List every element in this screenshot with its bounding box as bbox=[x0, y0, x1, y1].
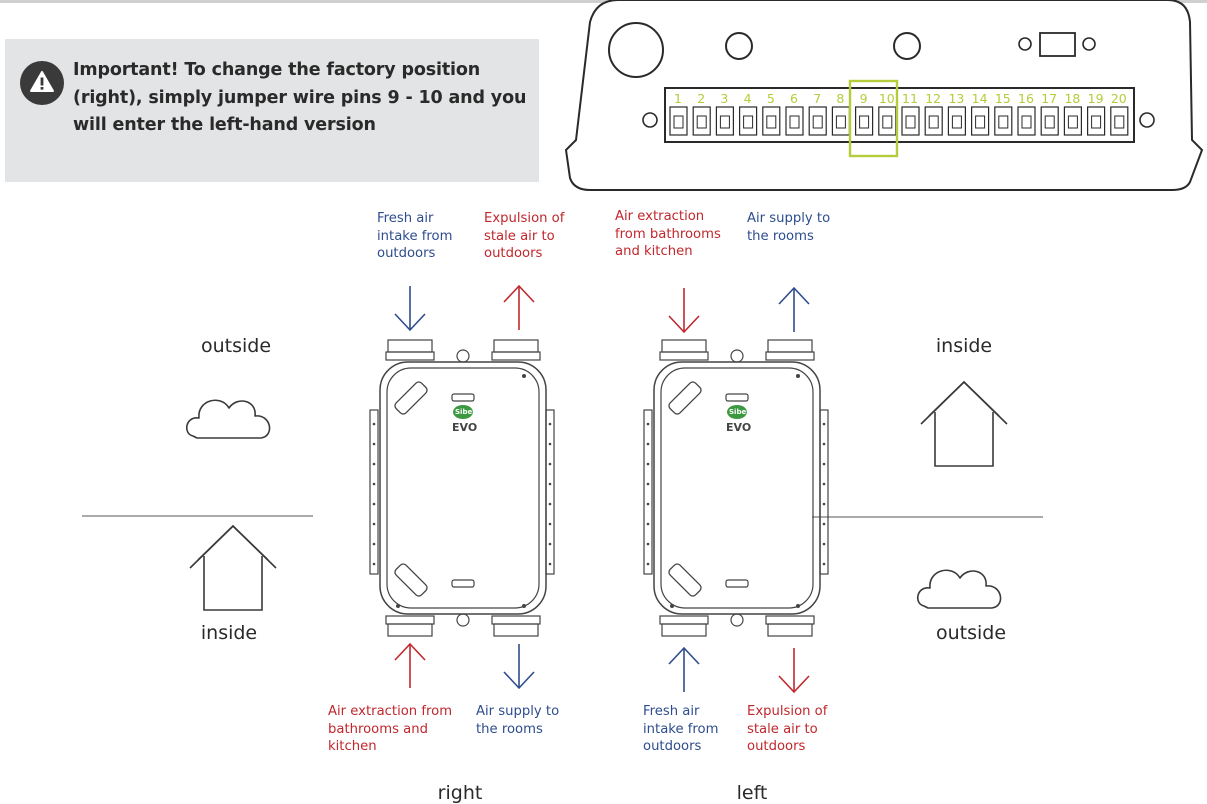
caption-right: right bbox=[437, 782, 483, 804]
terminal-pin: 11 bbox=[901, 91, 920, 136]
pin-number: 14 bbox=[972, 91, 988, 106]
terminal-pin: 18 bbox=[1063, 91, 1083, 136]
house-icon bbox=[920, 381, 1008, 467]
terminal-pin: 9 bbox=[854, 91, 874, 136]
label-air-supply: Air supply to the rooms bbox=[747, 211, 831, 244]
arrow-down-red bbox=[668, 287, 700, 333]
top-rule bbox=[0, 0, 1207, 3]
terminal-pin: 19 bbox=[1086, 91, 1106, 136]
arrow-down-red bbox=[778, 647, 810, 693]
hrv-unit-left bbox=[643, 339, 829, 637]
pin-number: 13 bbox=[948, 91, 964, 106]
zone-outside: outside bbox=[935, 622, 1007, 644]
pin-number: 6 bbox=[790, 91, 798, 106]
pin-number: 19 bbox=[1088, 91, 1104, 106]
label-fresh-air-intake: Fresh air intake from outdoors bbox=[643, 704, 719, 754]
terminal-pin: 12 bbox=[924, 91, 943, 136]
arrow-up-red bbox=[394, 643, 426, 689]
label-air-supply: Air supply to the rooms bbox=[476, 704, 560, 737]
pin-number: 2 bbox=[697, 91, 705, 106]
pin-number: 3 bbox=[720, 91, 728, 106]
pin-number: 17 bbox=[1041, 91, 1057, 106]
pin-number: 7 bbox=[813, 91, 821, 106]
label-air-extraction: Air extraction from bathrooms and kitche… bbox=[615, 209, 721, 259]
terminal-pin: 1 bbox=[669, 91, 688, 136]
pin-number: 11 bbox=[902, 91, 918, 106]
label-fresh-air-intake: Fresh air intake from outdoors bbox=[377, 211, 453, 261]
house-icon bbox=[189, 525, 277, 611]
pin-number: 4 bbox=[744, 91, 752, 106]
terminal-pin: 17 bbox=[1040, 91, 1059, 136]
label-air-extraction: Air extraction from bathrooms and kitche… bbox=[328, 704, 453, 754]
note-text: Important! To change the factory positio… bbox=[73, 60, 527, 135]
zone-outside: outside bbox=[200, 335, 272, 357]
pin-number: 18 bbox=[1064, 91, 1080, 106]
model-label: EVO bbox=[726, 421, 752, 434]
terminal-pin: 5 bbox=[762, 91, 781, 136]
pin-number: 5 bbox=[767, 91, 775, 106]
terminal-pin: 16 bbox=[1017, 91, 1036, 136]
terminal-pin: 10 bbox=[878, 91, 897, 136]
jumper-highlight bbox=[848, 79, 899, 158]
terminal-pin: 4 bbox=[738, 91, 758, 136]
pin-number: 16 bbox=[1018, 91, 1034, 106]
label-stale-air-expulsion: Expulsion of stale air to outdoors bbox=[484, 211, 565, 261]
pin-number: 8 bbox=[836, 91, 844, 106]
cloud-icon bbox=[185, 399, 271, 439]
cloud-icon bbox=[916, 569, 1002, 609]
hrv-unit-right bbox=[369, 339, 555, 637]
zone-inside: inside bbox=[935, 335, 993, 357]
terminal-pin: 13 bbox=[947, 91, 967, 136]
arrow-down-blue bbox=[394, 285, 426, 331]
pin-number: 12 bbox=[925, 91, 941, 106]
pin-number: 20 bbox=[1111, 91, 1127, 106]
label-stale-air-expulsion: Expulsion of stale air to outdoors bbox=[747, 704, 828, 754]
arrow-up-blue bbox=[668, 647, 700, 693]
terminal-pin: 2 bbox=[692, 91, 711, 136]
important-note: Important! To change the factory positio… bbox=[5, 39, 539, 182]
terminal-pin: 14 bbox=[970, 91, 990, 136]
pin-number: 9 bbox=[860, 91, 868, 106]
terminal-pin: 15 bbox=[994, 91, 1013, 136]
caption-left: left bbox=[736, 782, 768, 804]
terminal-pin: 20 bbox=[1110, 91, 1129, 136]
terminal-pin: 7 bbox=[808, 91, 827, 136]
pin-number: 15 bbox=[995, 91, 1011, 106]
arrow-up-blue bbox=[778, 287, 810, 333]
pin-number: 10 bbox=[879, 91, 895, 106]
brand-badge: Siber bbox=[455, 408, 476, 416]
terminal-pin: 6 bbox=[785, 91, 804, 136]
pin-number: 1 bbox=[674, 91, 682, 106]
brand-badge: Siber bbox=[729, 408, 750, 416]
zone-inside: inside bbox=[200, 622, 258, 644]
arrow-down-blue bbox=[503, 643, 535, 689]
terminal-pin: 3 bbox=[715, 91, 735, 136]
arrow-up-red bbox=[503, 285, 535, 331]
model-label: EVO bbox=[452, 421, 478, 434]
warning-icon bbox=[20, 61, 64, 105]
